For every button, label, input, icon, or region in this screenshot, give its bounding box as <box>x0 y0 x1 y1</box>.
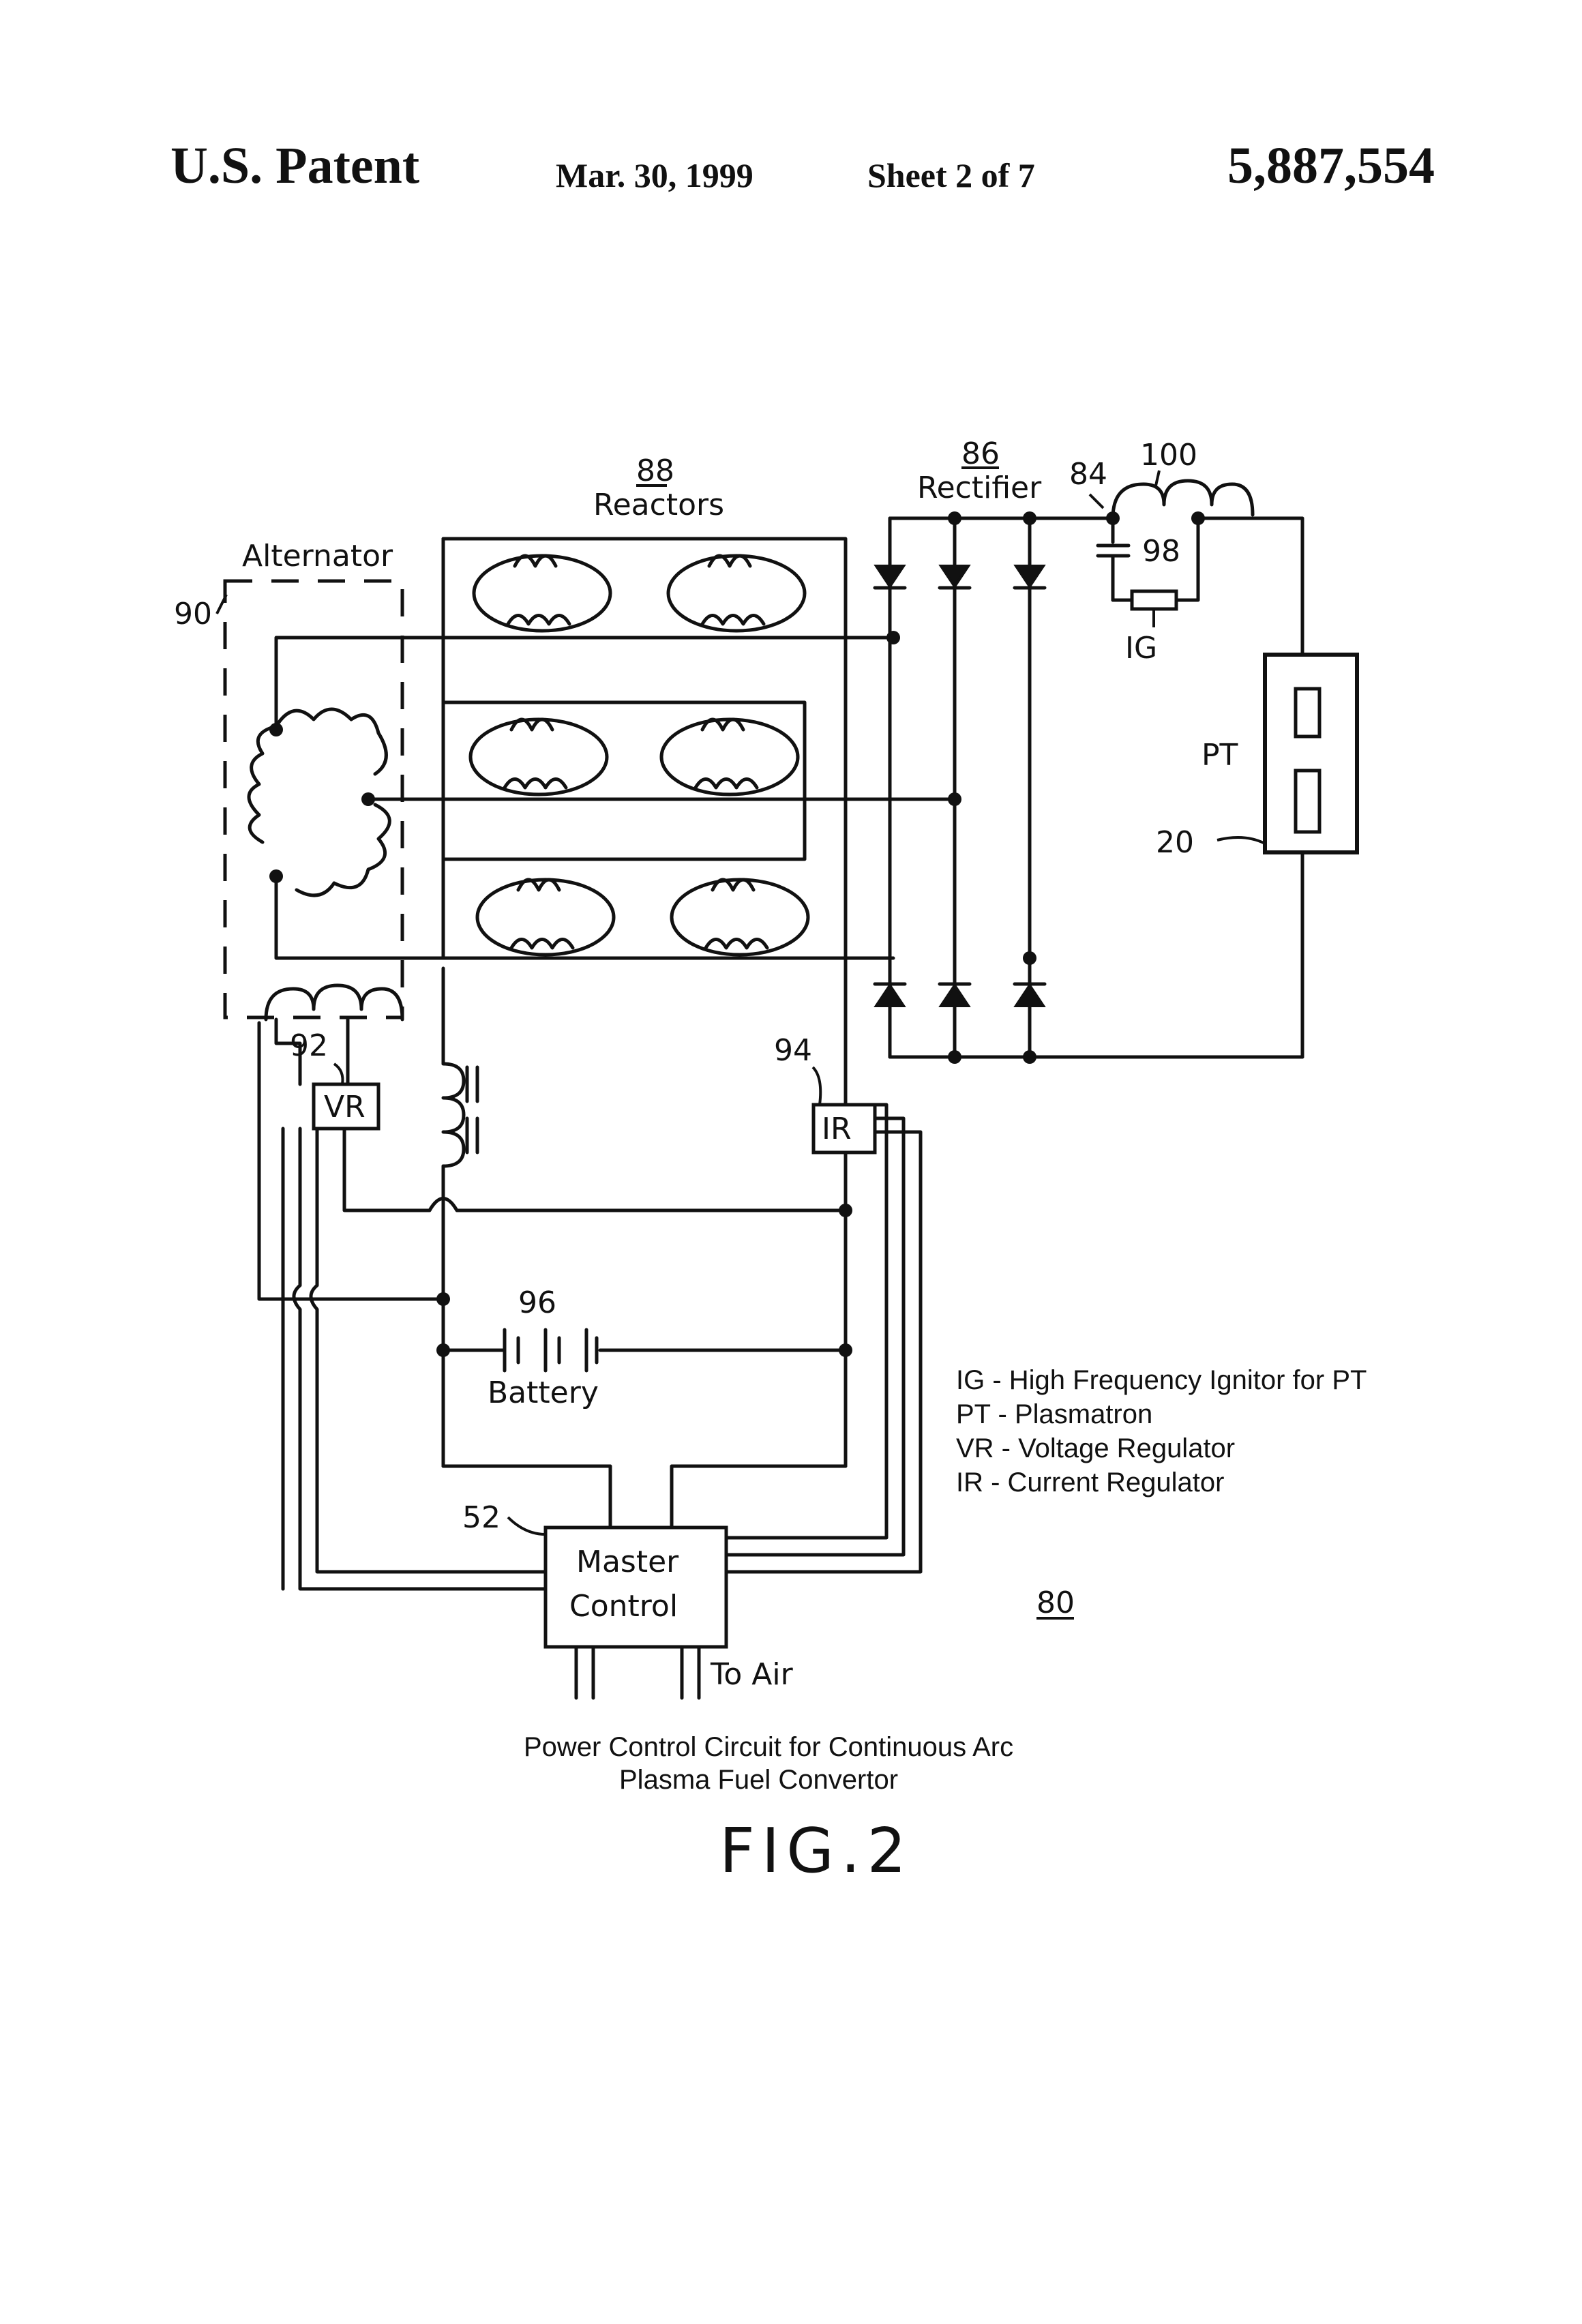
master-control-line2: Control <box>569 1589 678 1624</box>
caption-line2: Plasma Fuel Convertor <box>619 1765 898 1795</box>
legend-ir: IR - Current Regulator <box>956 1468 1224 1498</box>
reactors-ref: 88 <box>636 453 674 488</box>
ref-98: 98 <box>1142 534 1180 569</box>
rectifier-ref: 86 <box>961 436 1000 471</box>
legend-vr: VR - Voltage Regulator <box>956 1433 1235 1463</box>
master-control-line1: Master <box>576 1545 679 1579</box>
figure-label: FIG.2 <box>719 1815 913 1887</box>
ref-90: 90 <box>174 597 212 631</box>
ref-100: 100 <box>1140 438 1197 473</box>
ref-52: 52 <box>462 1500 501 1535</box>
pt-label: PT <box>1202 738 1238 773</box>
ref-20: 20 <box>1156 825 1194 860</box>
ig-label: IG <box>1125 631 1157 666</box>
ref-96: 96 <box>518 1285 556 1320</box>
legend-ig: IG - High Frequency Ignitor for PT <box>956 1365 1367 1395</box>
reactors-label: Reactors <box>593 488 724 522</box>
rectifier <box>875 511 1302 1064</box>
legend-pt: PT - Plasmatron <box>956 1399 1152 1429</box>
ref-80: 80 <box>1036 1585 1075 1620</box>
battery-label: Battery <box>488 1375 599 1410</box>
ref-84: 84 <box>1069 457 1107 492</box>
plasmatron <box>1265 655 1357 1057</box>
alternator-label: Alternator <box>242 539 393 573</box>
ref-94: 94 <box>774 1033 812 1068</box>
to-air-label: To Air <box>710 1657 794 1692</box>
ref-92: 92 <box>290 1028 328 1063</box>
caption-line1: Power Control Circuit for Continuous Arc <box>524 1732 1013 1762</box>
rectifier-label: Rectifier <box>917 471 1042 505</box>
ir-label: IR <box>822 1112 852 1146</box>
vr-label: VR <box>324 1090 365 1124</box>
reactors <box>443 539 846 1023</box>
